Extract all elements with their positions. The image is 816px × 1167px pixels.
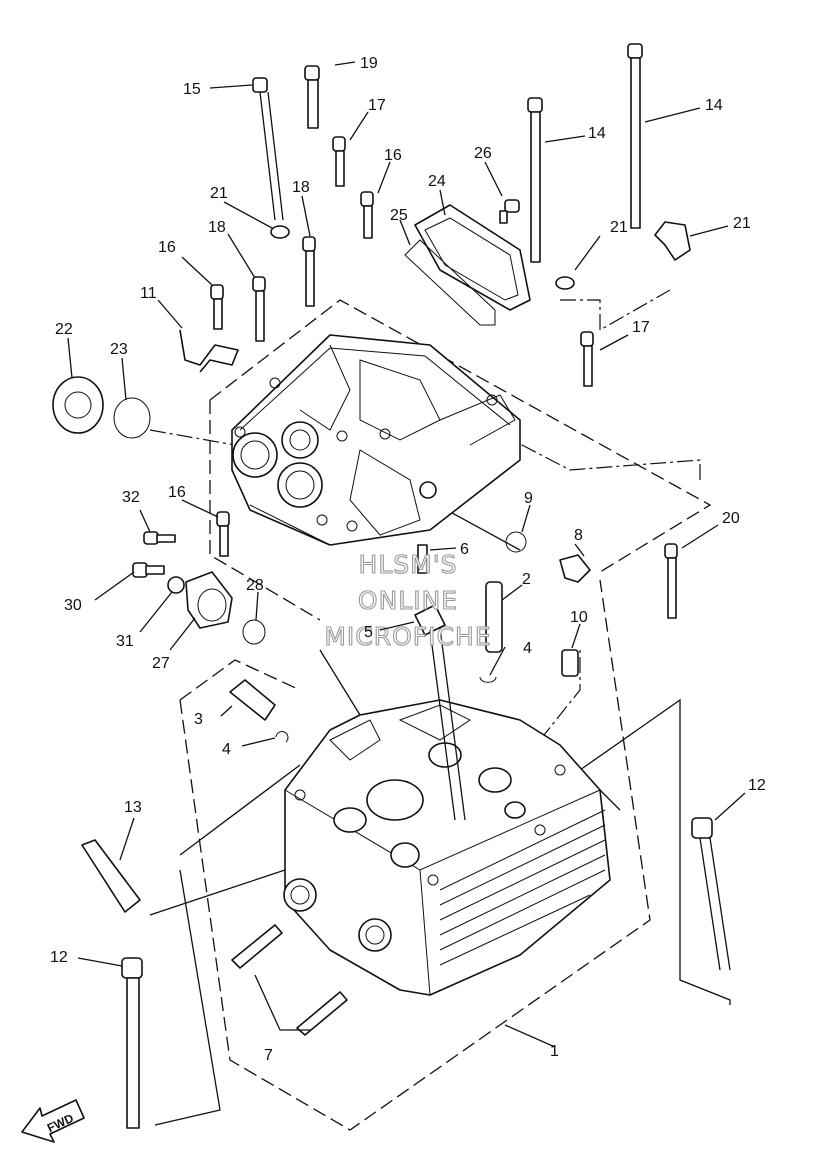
callout-13: 13 — [124, 799, 142, 816]
oring-24 — [113, 397, 151, 439]
callout-27: 26 — [474, 145, 492, 162]
bolt-16-b — [210, 284, 224, 300]
callout-21-left: 21 — [210, 185, 228, 202]
bolt-12-right — [691, 817, 713, 839]
cover-25 — [414, 204, 531, 311]
bolt-19 — [304, 65, 320, 81]
guide-3 — [229, 679, 276, 721]
bolt-12-left — [121, 957, 143, 979]
bolt-14-a — [527, 97, 543, 113]
callout-24: 23 — [110, 341, 128, 358]
stud-7-a — [231, 924, 283, 969]
cylinder-head-cover — [231, 334, 521, 546]
callout-12-left: 12 — [50, 949, 68, 966]
watermark: HLSM'S ONLINE MICROFICHE — [324, 549, 491, 651]
spark-plug-13 — [81, 839, 141, 913]
bolt-18-b — [252, 276, 266, 292]
callout-5: 5 — [364, 624, 373, 641]
bolt-20 — [664, 543, 678, 559]
callout-18-left: 18 — [208, 219, 226, 236]
callout-32: 32 — [122, 489, 140, 506]
callout-20: 20 — [722, 510, 740, 527]
watermark-line-2: ONLINE — [358, 586, 458, 615]
callout-11: 11 — [140, 285, 157, 302]
callout-10: 10 — [570, 609, 588, 626]
callout-25: 24 — [428, 173, 446, 190]
gasket-26 — [404, 239, 496, 326]
callout-1: 1 — [550, 1043, 559, 1060]
callout-14-mid: 14 — [588, 125, 606, 142]
callout-15: 15 — [183, 81, 201, 98]
bolt-16-c — [216, 511, 230, 527]
callout-17-right: 17 — [632, 319, 650, 336]
cylinder-head-parts — [52, 43, 731, 1129]
bolt-18-a — [302, 236, 316, 252]
bolt-5 — [414, 604, 446, 636]
callout-19: 19 — [360, 55, 378, 72]
oring-29 — [242, 619, 266, 645]
callout-4-right: 4 — [523, 640, 532, 657]
clip-4-a — [479, 676, 497, 683]
callout-18-top: 18 — [292, 179, 310, 196]
bolt-27 — [504, 199, 520, 213]
plug-23 — [52, 376, 104, 434]
callout-31: 31 — [116, 633, 134, 650]
watermark-line-1: HLSM'S — [359, 550, 458, 579]
callout-8: 8 — [574, 527, 583, 544]
callout-28: 27 — [152, 655, 170, 672]
bracket-22 — [654, 221, 691, 261]
washer-31 — [167, 576, 185, 594]
bolt-15 — [252, 77, 268, 93]
callout-26: 25 — [390, 207, 408, 224]
callout-16-left: 16 — [158, 239, 176, 256]
callout-29: 28 — [246, 577, 264, 594]
leader-lines — [67, 61, 746, 1048]
callout-16-top: 16 — [384, 147, 402, 164]
callout-7: 7 — [264, 1047, 273, 1064]
bolt-14-b — [627, 43, 643, 59]
callout-21-right: 21 — [610, 219, 628, 236]
callout-9: 9 — [524, 490, 533, 507]
bracket-11 — [179, 329, 239, 373]
joint-28 — [185, 571, 233, 629]
stud-6 — [417, 544, 428, 574]
cylinder-head — [283, 699, 611, 996]
washer-21-b — [555, 276, 575, 290]
callout-14-right: 14 — [705, 97, 723, 114]
callout-30: 30 — [64, 597, 82, 614]
callout-17-top: 17 — [368, 97, 386, 114]
clip-4-b — [275, 731, 289, 743]
callout-22: 21 — [733, 215, 751, 232]
bolt-17-b — [580, 331, 594, 347]
plug-8 — [559, 554, 591, 583]
callout-6: 6 — [460, 541, 469, 558]
fwd-direction-arrow: FWD — [21, 1099, 85, 1143]
washer-21-a — [270, 225, 290, 239]
callout-3: 3 — [194, 711, 203, 728]
bolt-30 — [132, 562, 148, 578]
callout-2: 2 — [522, 571, 531, 588]
callout-12-right: 12 — [748, 777, 766, 794]
guide-2 — [485, 581, 503, 653]
oring-9 — [505, 531, 527, 553]
bolt-16-a — [360, 191, 374, 207]
callout-16-mid: 16 — [168, 484, 186, 501]
bolt-32 — [143, 531, 159, 545]
callout-4-left: 4 — [222, 741, 231, 758]
callout-labels: 15 19 17 16 18 21 18 16 11 22 23 26 24 2… — [50, 55, 766, 1064]
stud-7-b — [296, 991, 348, 1036]
watermark-line-3: MICROFICHE — [324, 622, 491, 651]
dowel-10 — [561, 649, 579, 677]
bolt-17-a — [332, 136, 346, 152]
callout-23: 22 — [55, 321, 73, 338]
